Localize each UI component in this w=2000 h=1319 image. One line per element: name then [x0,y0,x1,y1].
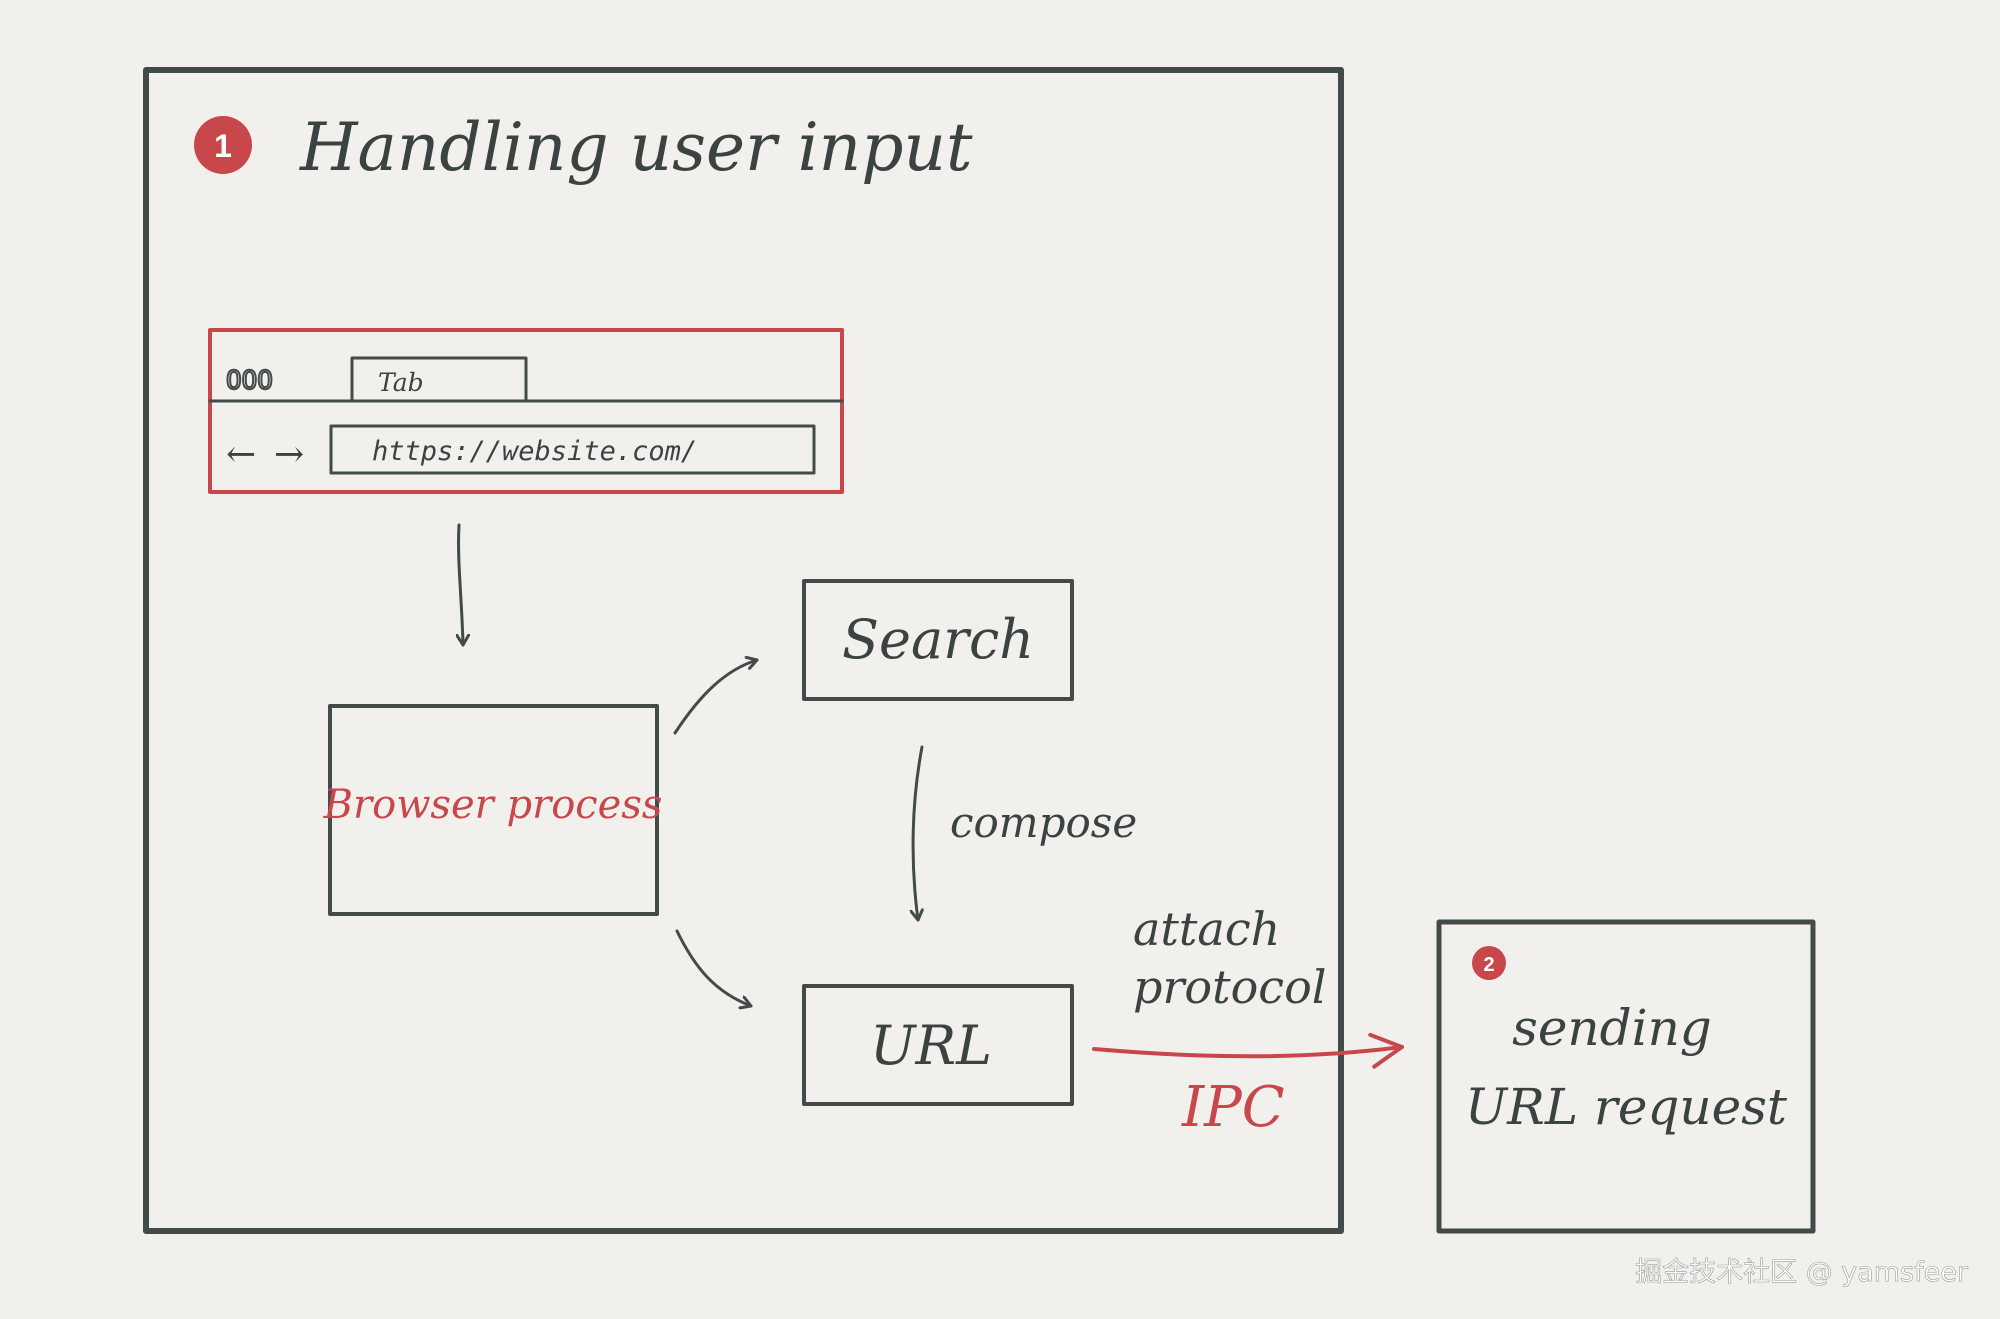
url-request-label: URL request [1465,1078,1788,1136]
address-bar [329,424,816,475]
browser-process-label: Browser process [323,782,663,828]
search-box [802,579,1074,701]
watermark: 掘金技术社区 @ yamsfeer [1635,1257,1969,1288]
browser-tab [350,356,528,403]
address-bar-url: https://website.com/ [372,436,697,467]
step2-badge-circle [1472,946,1506,980]
step1-badge: 1 [194,116,252,174]
arrow-window-to-process [459,523,463,647]
arrow-process-to-search [673,660,759,735]
search-label: Search [842,608,1034,671]
back-arrow-icon: ← [226,434,256,475]
url-label: URL [870,1014,992,1077]
ipc-arrow [1092,1032,1404,1069]
step1-badge-number: 1 [214,128,232,164]
handling-input-frame [143,67,1344,1234]
sending-label: sending [1512,999,1712,1057]
browser-process-box [328,704,659,916]
arrow-process-to-url [675,929,753,1006]
step2-badge: 2 [1472,946,1506,980]
step1-badge-circle [194,116,252,174]
browser-window: OOO Tab ← → https://website.com/ [208,328,844,494]
step2-badge-number: 2 [1483,954,1494,976]
browser-window-frame [208,328,844,494]
ipc-label: IPC [1181,1075,1285,1140]
window-controls-dots: OOO [226,366,273,396]
sending-request-box [1436,919,1816,1234]
browser-tab-label: Tab [378,368,424,397]
step1-title: Handling user input [299,109,973,186]
arrow-search-to-url [913,745,922,922]
url-box [802,984,1074,1106]
forward-arrow-icon: → [274,434,304,475]
protocol-label: protocol [1133,960,1326,1014]
compose-label: compose [950,798,1137,847]
attach-label: attach [1133,902,1280,956]
